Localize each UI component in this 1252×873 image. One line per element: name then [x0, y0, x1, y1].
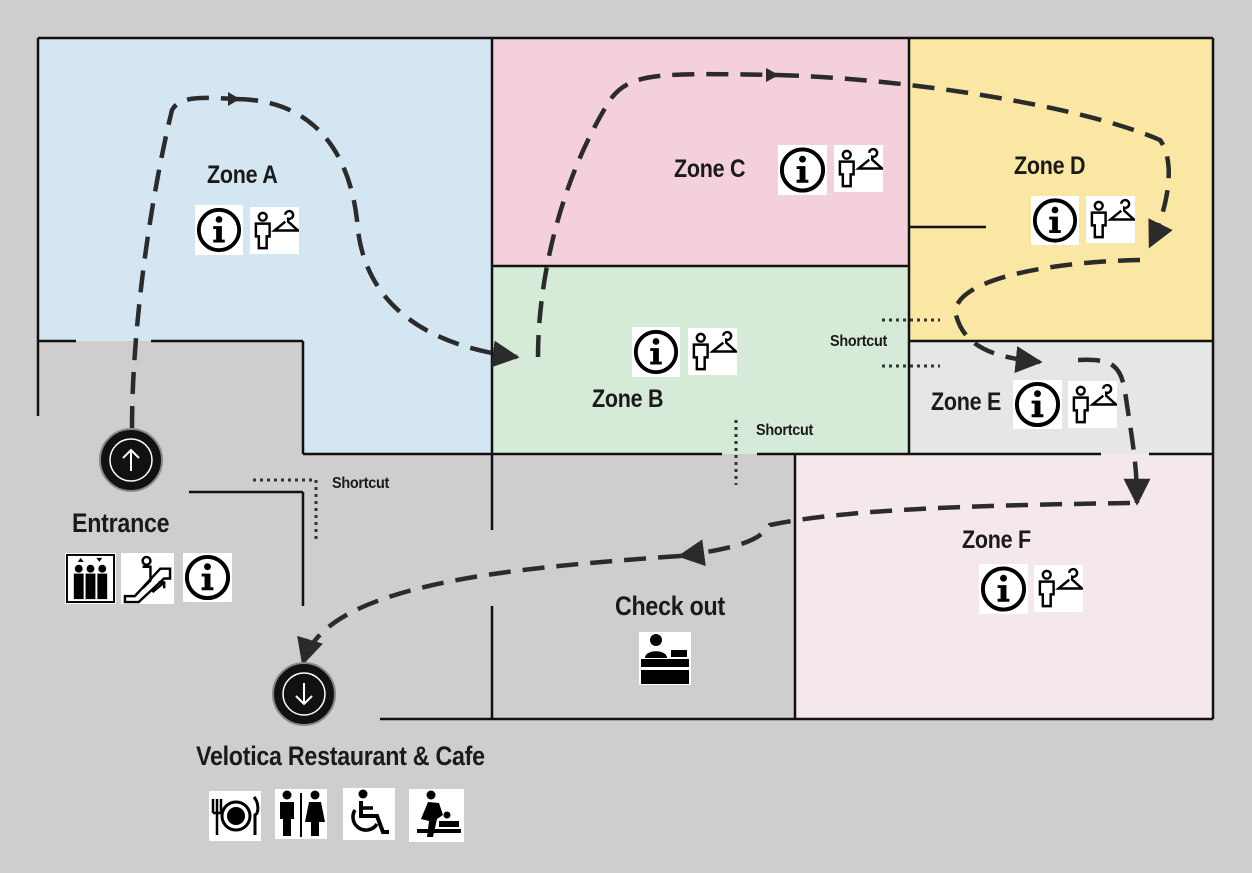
- checkout-label: Check out: [615, 591, 725, 621]
- information-icon[interactable]: [1031, 196, 1079, 245]
- cashier-icon[interactable]: [639, 632, 691, 685]
- walls: [36, 36, 1215, 721]
- information-icon[interactable]: [778, 145, 827, 195]
- shortcut-right-label: Shortcut: [830, 333, 888, 350]
- restaurant-label: Velotica Restaurant & Cafe: [196, 741, 485, 771]
- route-segment-zone-c-to-zone-d: [776, 72, 1173, 249]
- exit-down-icon[interactable]: [272, 662, 336, 726]
- cloakroom-icon[interactable]: [1068, 381, 1117, 428]
- route-segment-zone-b-to-zone-c: [535, 71, 778, 358]
- baby-changing-icon[interactable]: [409, 789, 464, 842]
- escalator-icon[interactable]: [121, 553, 174, 604]
- information-icon[interactable]: [195, 205, 243, 255]
- elevator-icon[interactable]: [65, 553, 116, 604]
- shortcut-paths: [253, 318, 940, 543]
- zone-d-label: Zone D: [1014, 152, 1086, 180]
- route-segment-zone-e-to-zone-f: [1077, 357, 1151, 506]
- wheelchair-icon[interactable]: [343, 788, 395, 840]
- cloakroom-icon[interactable]: [834, 145, 883, 192]
- shortcut-left-label: Shortcut: [332, 475, 390, 492]
- route-segment-zone-a-to-zone-b: [235, 96, 520, 368]
- shortcut-middle-label: Shortcut: [756, 422, 814, 439]
- zone-b-label: Zone B: [592, 385, 664, 413]
- route-segment-checkout-to-exit: [297, 553, 681, 666]
- information-icon[interactable]: [632, 327, 680, 377]
- cloakroom-icon[interactable]: [1086, 196, 1135, 243]
- zone-d-area[interactable]: [909, 38, 1213, 341]
- dining-icon[interactable]: [209, 791, 261, 841]
- visitor-route: [129, 71, 1173, 666]
- route-arrow-zone-a: [228, 92, 240, 106]
- information-icon[interactable]: [183, 553, 232, 602]
- zone-f-label: Zone F: [962, 526, 1031, 554]
- cloakroom-icon[interactable]: [250, 207, 299, 254]
- zone-a-label: Zone A: [207, 161, 278, 189]
- route-segment-zone-d-to-zone-e: [953, 257, 1141, 374]
- route-arrow-zone-c: [766, 68, 779, 82]
- information-icon[interactable]: [1013, 380, 1062, 429]
- route-segment-entrance-to-zone-a: [129, 95, 237, 429]
- zone-c-label: Zone C: [674, 155, 746, 183]
- cloakroom-icon[interactable]: [688, 328, 737, 375]
- entrance-up-icon[interactable]: [99, 428, 163, 492]
- restroom-icon[interactable]: [275, 789, 327, 839]
- route-segment-zone-f-to-checkout: [677, 500, 1131, 567]
- cloakroom-icon[interactable]: [1034, 565, 1083, 612]
- information-icon[interactable]: [979, 564, 1028, 614]
- entrance-label: Entrance: [72, 508, 170, 538]
- zone-e-label: Zone E: [931, 388, 1002, 416]
